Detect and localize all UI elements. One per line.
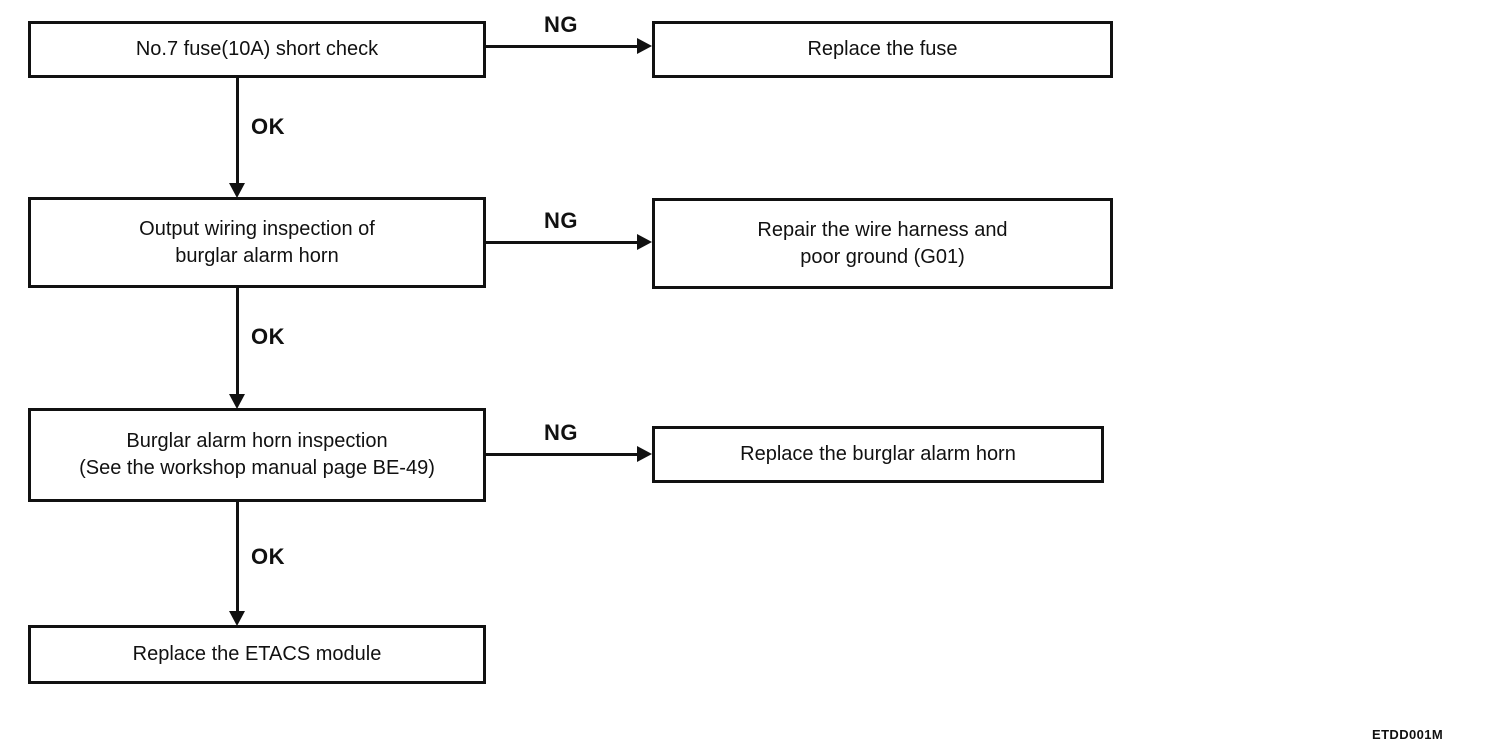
arrow-shaft — [236, 78, 239, 185]
action-box-replace-horn: Replace the burglar alarm horn — [652, 426, 1104, 483]
ng-arrow-2 — [486, 234, 652, 251]
step-box-output-wiring-inspection: Output wiring inspection of burglar alar… — [28, 197, 486, 288]
step-box-replace-etacs: Replace the ETACS module — [28, 625, 486, 684]
ok-arrow-2 — [229, 288, 246, 409]
action-box-replace-fuse: Replace the fuse — [652, 21, 1113, 78]
arrowhead-right-icon — [637, 38, 652, 54]
ng-arrow-3 — [486, 446, 652, 463]
ng-label-3: NG — [544, 420, 578, 445]
ok-label-2: OK — [251, 324, 285, 349]
arrow-shaft — [486, 453, 639, 456]
arrow-shaft — [236, 502, 239, 613]
arrowhead-down-icon — [229, 183, 245, 198]
arrowhead-right-icon — [637, 446, 652, 462]
ok-label-1: OK — [251, 114, 285, 139]
ok-arrow-3 — [229, 502, 246, 626]
ng-label-1: NG — [544, 12, 578, 37]
step-box-horn-inspection: Burglar alarm horn inspection (See the w… — [28, 408, 486, 502]
arrowhead-right-icon — [637, 234, 652, 250]
arrow-shaft — [486, 45, 639, 48]
ng-label-2: NG — [544, 208, 578, 233]
ok-arrow-1 — [229, 78, 246, 198]
figure-code: ETDD001M — [1372, 727, 1444, 742]
arrowhead-down-icon — [229, 394, 245, 409]
action-box-repair-harness: Repair the wire harness and poor ground … — [652, 198, 1113, 289]
arrow-shaft — [486, 241, 639, 244]
ng-arrow-1 — [486, 38, 652, 55]
step-box-fuse-check: No.7 fuse(10A) short check — [28, 21, 486, 78]
ok-label-3: OK — [251, 544, 285, 569]
arrow-shaft — [236, 288, 239, 396]
arrowhead-down-icon — [229, 611, 245, 626]
